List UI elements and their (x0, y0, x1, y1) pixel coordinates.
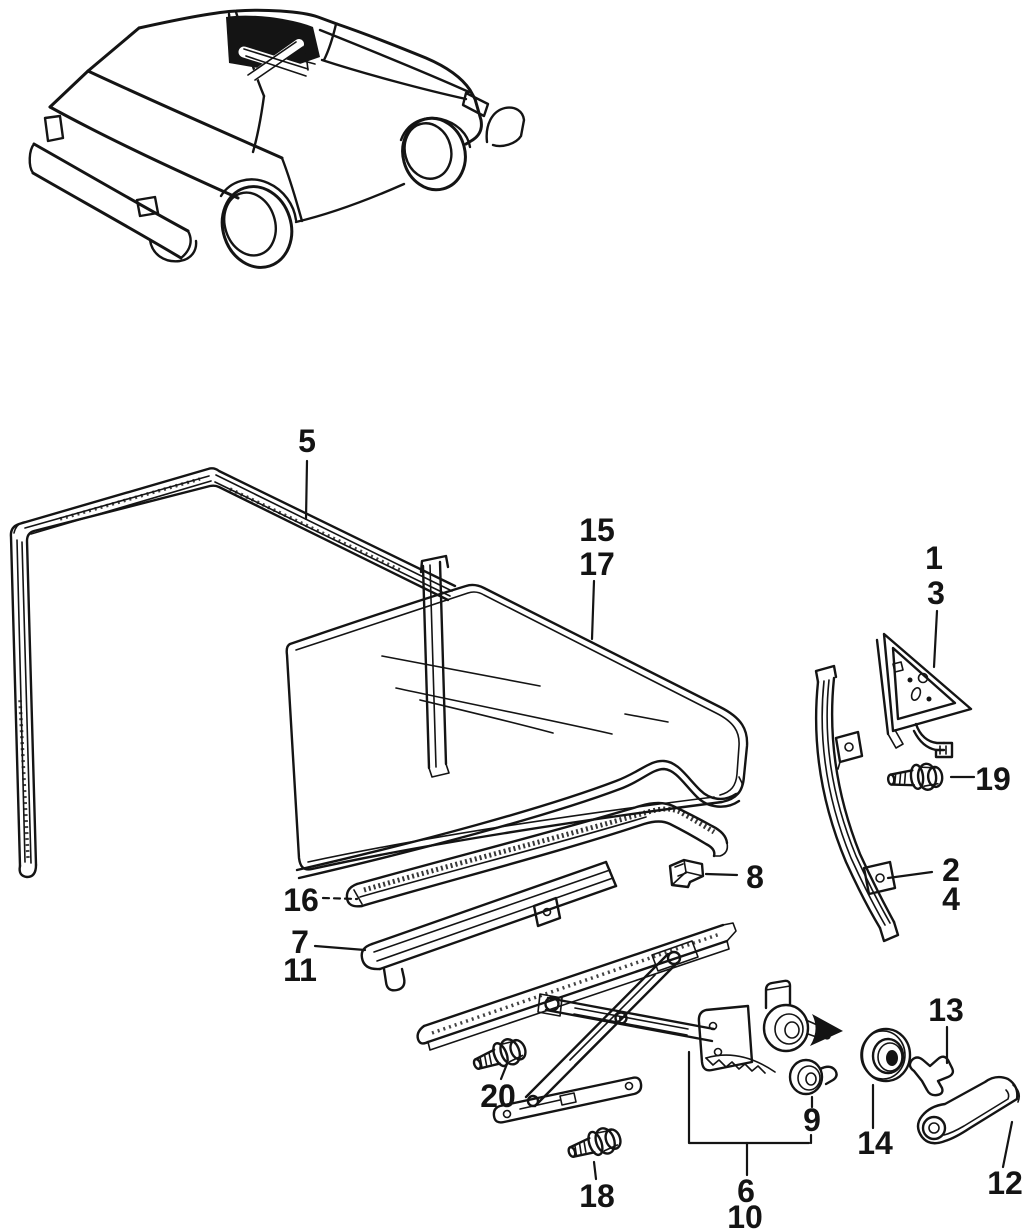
callout-14-handle-spacer: 14 (857, 1083, 893, 1161)
leader-line-7-11 (313, 944, 367, 952)
part-label-18: 18 (579, 1178, 615, 1214)
part-label-6: 6 (737, 1173, 755, 1209)
part-label-20: 20 (480, 1078, 516, 1114)
part-label-2: 2 (942, 852, 960, 888)
leader-line-6-10 (687, 1050, 811, 1145)
part-run-channel-5 (9, 467, 457, 879)
leader-line-5 (304, 459, 309, 521)
part-clip-13 (908, 1055, 955, 1097)
leader-line-12 (1001, 1120, 1014, 1169)
part-spacer-14 (860, 1027, 912, 1083)
callout-1-3-front-quarter-sash: 13 (925, 540, 945, 669)
callout-9-regulator-grommet: 9 (803, 1095, 821, 1145)
part-label-5: 5 (298, 423, 316, 459)
part-screw-19 (886, 762, 944, 791)
part-label-10: 10 (727, 1199, 763, 1231)
part-rear-sash-2-4 (814, 664, 900, 943)
part-label-16: 16 (283, 882, 319, 918)
callout-7-11-lower-sash-channel: 711 (283, 924, 367, 988)
part-screw-18 (567, 1127, 622, 1158)
part-label-14: 14 (857, 1125, 893, 1161)
callout-18-regulator-screw-lower: 18 (579, 1160, 615, 1214)
part-label-19: 19 (975, 761, 1011, 797)
callout-16-glass-bottom-channel: 16 (283, 882, 359, 918)
leader-line-16 (321, 896, 359, 901)
part-handle-12 (916, 1075, 1020, 1145)
part-label-17: 17 (579, 546, 615, 582)
part-label-4: 4 (942, 881, 960, 917)
part-screw-20 (472, 1038, 527, 1070)
part-regulator-6-10 (416, 922, 843, 1124)
part-label-9: 9 (803, 1102, 821, 1138)
callout-8-glass-stop-clip: 8 (704, 859, 764, 895)
callout-6-10-window-regulator: 610 (687, 1050, 811, 1231)
callout-13-handle-clip: 13 (928, 992, 964, 1065)
leader-line-15-17 (590, 579, 596, 641)
leader-line-18 (592, 1160, 598, 1181)
part-label-7: 7 (291, 924, 309, 960)
part-door-glass-15-17 (285, 554, 749, 871)
part-label-13: 13 (928, 992, 964, 1028)
part-clip-8 (668, 858, 705, 889)
glass-division-strip (419, 554, 450, 778)
part-grommet-9 (788, 1058, 838, 1096)
part-label-1: 1 (925, 540, 943, 576)
part-label-8: 8 (746, 859, 764, 895)
callout-20-regulator-screw-front: 20 (480, 1062, 516, 1114)
leader-line-1-3 (932, 609, 939, 669)
part-lower-channel-7-11 (360, 860, 618, 992)
leader-line-20 (499, 1062, 509, 1081)
part-label-11: 11 (283, 952, 317, 988)
leader-line-2-4 (886, 870, 934, 880)
car-illustration (28, 8, 526, 269)
callout-2-4-rear-door-sash: 24 (886, 852, 960, 917)
callout-5-window-run-channel: 5 (298, 423, 316, 521)
part-label-12: 12 (987, 1165, 1023, 1201)
part-glass-channel-16 (345, 801, 729, 908)
part-label-3: 3 (927, 575, 945, 611)
part-label-15: 15 (579, 512, 615, 548)
callout-12-regulator-handle: 12 (987, 1120, 1023, 1201)
callout-19-sash-screw: 19 (949, 761, 1011, 797)
part-quarter-sash-1-3 (875, 632, 973, 759)
leader-line-8 (704, 872, 739, 877)
